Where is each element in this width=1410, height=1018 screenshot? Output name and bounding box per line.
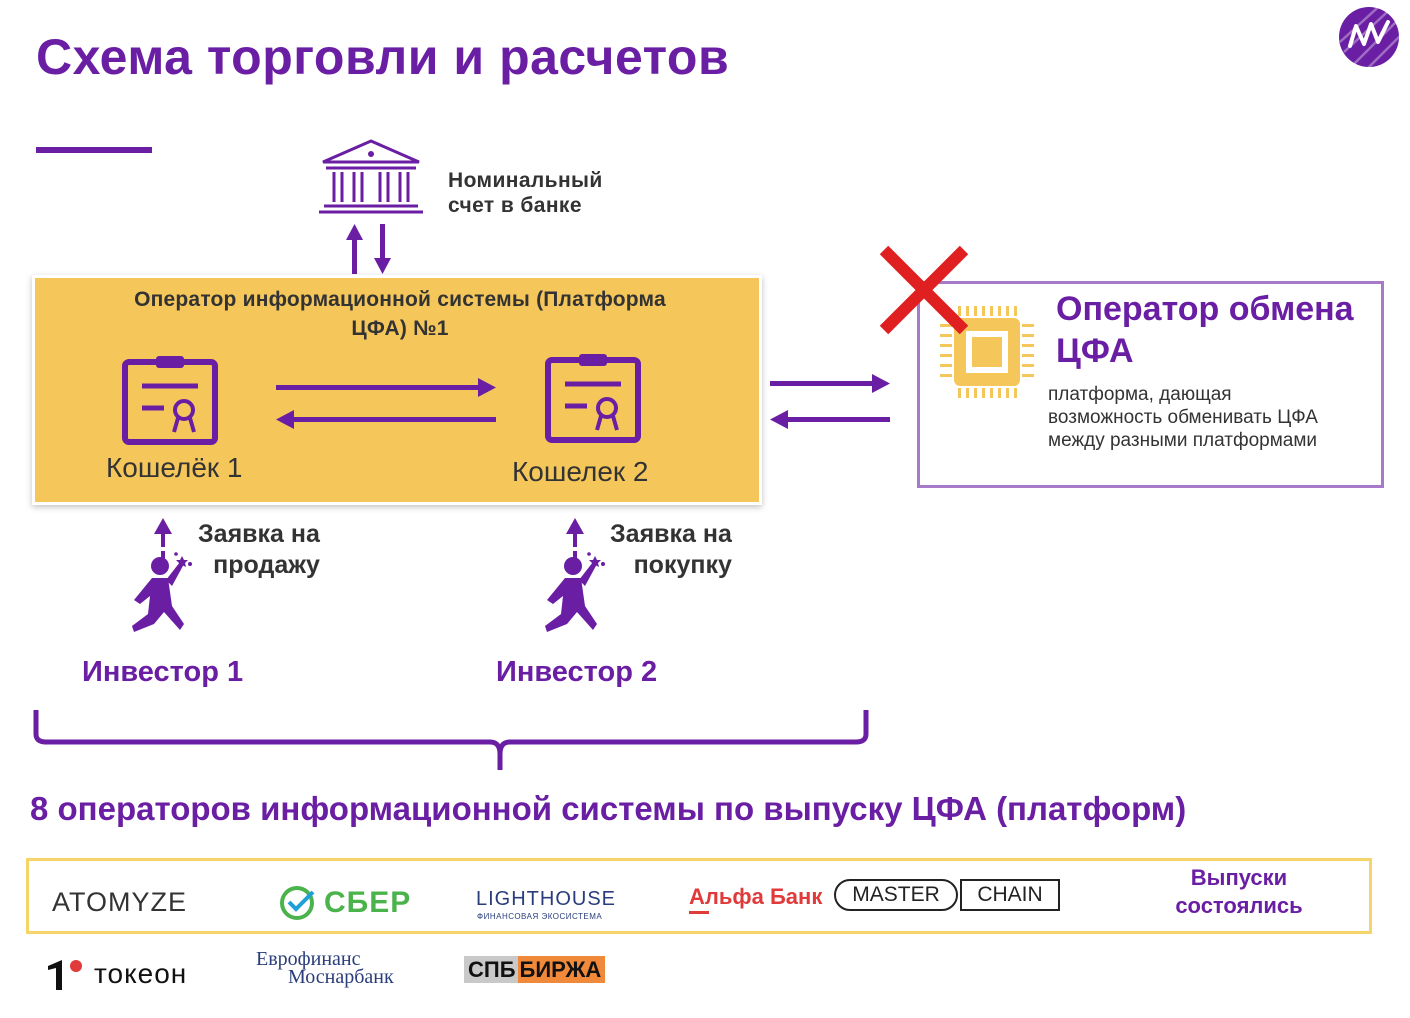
issued-label-line2: состоялись [1175, 893, 1303, 918]
bank-icon [319, 139, 423, 214]
wallet-transfer-arrows [276, 378, 496, 429]
wallet2-label: Кошелек 2 [512, 456, 649, 487]
mw-logo-icon [1339, 6, 1400, 68]
exchange-desc-line1: платформа, дающая [1048, 384, 1232, 405]
atomyze-logo: ATOMYZE [52, 887, 188, 917]
issued-label-line1: Выпуски [1190, 865, 1288, 890]
buy-order-line2: покупку [633, 551, 732, 579]
wallet1-label: Кошелёк 1 [106, 452, 243, 483]
exchange-desc-line2: возможность обменивать ЦФА [1048, 407, 1318, 428]
chip-icon [940, 306, 1034, 398]
title-underline [36, 147, 152, 153]
exchange-title-line2: ЦФА [1056, 332, 1134, 370]
issued-platforms-box [26, 858, 1372, 934]
birzha-logo-part: БИРЖА [517, 956, 606, 983]
issued-label: Выпуски состоялись [1150, 864, 1328, 920]
sber-logo-icon [280, 886, 315, 920]
wallet-certificate-icon [122, 356, 218, 445]
investor-running-icon [545, 552, 605, 632]
exchange-desc-line3: между разными платформами [1048, 430, 1318, 451]
sber-logo-text: СБЕР [324, 886, 412, 919]
evrofinans-line1: Еврофинанс [256, 948, 361, 970]
bank-label-line2: счет в банке [448, 194, 582, 217]
evrofinans-logo: Еврофинанс Моснарбанк [256, 948, 394, 988]
exchange-operator-title: Оператор обмена ЦФА [1056, 288, 1354, 372]
exchange-title-line1: Оператор обмена [1056, 290, 1354, 328]
evrofinans-line2: Моснарбанк [288, 966, 394, 988]
sell-order-label: Заявка на продажу [198, 519, 320, 581]
sell-order-line1: Заявка на [198, 520, 320, 548]
bank-platform-arrows [346, 224, 391, 274]
buy-order-line1: Заявка на [610, 520, 732, 548]
operators-summary: 8 операторов информационной системы по в… [30, 790, 1187, 827]
investor1-label: Инвестор 1 [82, 656, 244, 688]
alfa-bank-logo: Альфа Банк [689, 884, 823, 909]
spb-birzha-logo: СПБ БИРЖА [464, 956, 644, 983]
platform-exchange-arrows [770, 374, 890, 429]
spb-logo-part: СПБ [464, 956, 518, 983]
bank-account-label: Номинальный счет в банке [448, 168, 603, 218]
bank-label-line1: Номинальный [448, 169, 603, 192]
platform-title: Оператор информационной системы (Платфор… [70, 285, 730, 343]
wallet-certificate-icon [545, 354, 641, 443]
cross-icon [879, 245, 969, 335]
tokeon-logo: токеон [94, 958, 188, 989]
lighthouse-logo: LIGHTHOUSE [476, 888, 617, 910]
investor2-label: Инвестор 2 [496, 656, 658, 688]
sell-order-line2: продажу [213, 551, 320, 579]
buy-order-label: Заявка на покупку [610, 519, 732, 581]
tokeon-logo-icon [48, 960, 82, 990]
grouping-brace [33, 710, 869, 770]
lighthouse-logo-subtitle: ФИНАНСОВАЯ ЭКОСИСТЕМА [477, 912, 603, 921]
platform-title-line1: Оператор информационной системы (Платфор… [134, 288, 666, 311]
masterchain-logo-left: MASTER [834, 879, 958, 911]
investor-running-icon [132, 552, 192, 632]
page-title: Схема торговли и расчетов [36, 29, 730, 85]
masterchain-logo-right: CHAIN [960, 879, 1060, 911]
platform-title-line2: ЦФА) №1 [351, 317, 449, 340]
alfa-bank-underline [689, 911, 709, 914]
exchange-operator-description: платформа, дающая возможность обменивать… [1048, 383, 1318, 452]
